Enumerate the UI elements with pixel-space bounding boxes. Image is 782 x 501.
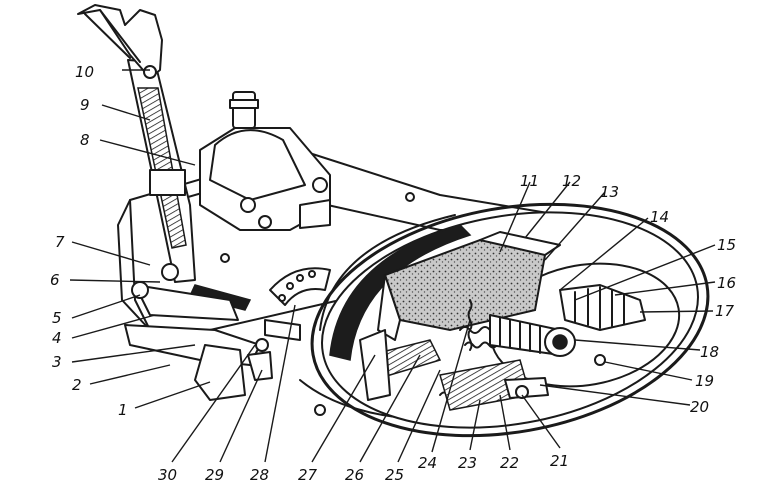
leader-18 xyxy=(574,339,701,351)
leader-lines xyxy=(69,69,716,463)
callout-27: 27 xyxy=(298,466,318,484)
callout-10: 10 xyxy=(75,63,94,81)
leader-26 xyxy=(359,354,421,463)
callout-30: 30 xyxy=(158,466,177,484)
leader-29 xyxy=(219,369,263,463)
leader-9 xyxy=(101,104,151,121)
shaft-hub xyxy=(489,284,646,366)
leader-7 xyxy=(71,241,151,266)
adjuster-mechanism xyxy=(439,359,549,411)
ratchet-sector xyxy=(124,281,273,401)
leader-6 xyxy=(69,279,161,283)
callout-23: 23 xyxy=(458,454,477,472)
callout-19: 19 xyxy=(695,372,714,390)
leader-23 xyxy=(469,399,481,451)
leader-12 xyxy=(524,181,571,239)
callout-24: 24 xyxy=(418,454,437,472)
callout-5: 5 xyxy=(52,309,62,327)
callout-15: 15 xyxy=(717,236,736,254)
leader-1 xyxy=(134,381,211,409)
leader-24 xyxy=(431,319,471,453)
callout-labels: 10 9 8 7 6 5 4 3 2 1 30 29 28 27 26 25 2… xyxy=(50,63,736,484)
callout-13: 13 xyxy=(600,183,619,201)
callout-2: 2 xyxy=(72,376,82,394)
leader-19 xyxy=(604,361,693,381)
leader-22 xyxy=(499,394,511,451)
callout-1: 1 xyxy=(118,401,128,419)
leader-16 xyxy=(614,281,716,296)
leader-21 xyxy=(521,394,561,449)
callout-6: 6 xyxy=(50,271,60,289)
callout-12: 12 xyxy=(562,172,581,190)
callout-28: 28 xyxy=(250,466,269,484)
callout-20: 20 xyxy=(690,398,709,416)
callout-9: 9 xyxy=(80,96,90,114)
callout-11: 11 xyxy=(520,172,539,190)
callout-21: 21 xyxy=(550,452,569,470)
callout-25: 25 xyxy=(385,466,404,484)
leader-8 xyxy=(99,139,196,166)
leader-5 xyxy=(71,294,141,319)
leader-14 xyxy=(559,217,649,291)
callout-14: 14 xyxy=(650,208,669,226)
callout-3: 3 xyxy=(52,353,62,371)
callout-7: 7 xyxy=(55,233,65,251)
hand-brake-lever xyxy=(77,4,196,283)
callout-26: 26 xyxy=(345,466,364,484)
callout-16: 16 xyxy=(717,274,736,292)
top-cover-and-lever xyxy=(199,91,331,231)
leader-17 xyxy=(639,310,714,313)
callout-17: 17 xyxy=(715,302,735,320)
leader-4 xyxy=(71,314,156,339)
leader-30 xyxy=(171,344,256,463)
callout-18: 18 xyxy=(700,343,719,361)
callout-8: 8 xyxy=(80,131,90,149)
callout-4: 4 xyxy=(52,329,62,347)
leader-27 xyxy=(311,354,376,463)
leader-25 xyxy=(397,369,441,463)
brake-shoe-lower xyxy=(359,329,442,401)
brake-shoe-upper xyxy=(377,231,561,341)
leader-28 xyxy=(264,304,296,463)
callout-22: 22 xyxy=(500,454,519,472)
leader-20 xyxy=(539,384,691,406)
leader-2 xyxy=(89,364,171,385)
leader-11 xyxy=(499,181,531,253)
leader-13 xyxy=(544,191,606,261)
callout-29: 29 xyxy=(205,466,224,484)
leader-3 xyxy=(71,344,196,363)
leader-15 xyxy=(574,244,716,301)
